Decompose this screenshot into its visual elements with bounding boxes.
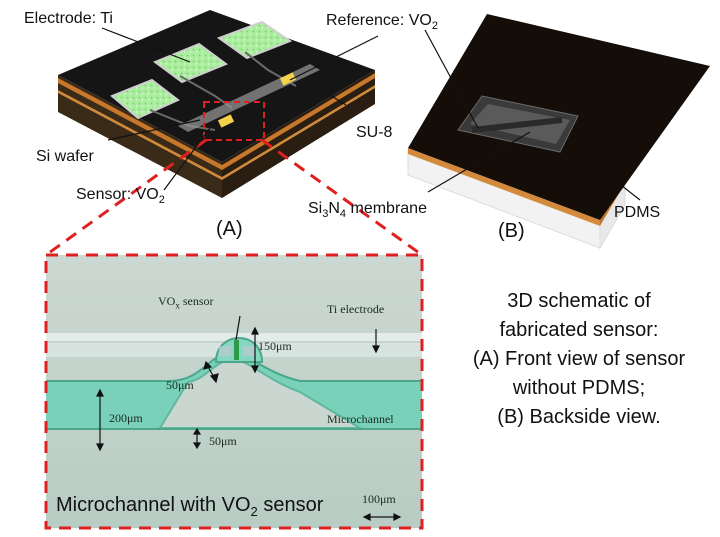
micrograph-border (44, 253, 424, 530)
dim-50-lower-label: 50μm (209, 434, 237, 448)
caption-line: 3D schematic of (507, 290, 651, 312)
caption-line: (B) Backside view. (497, 406, 661, 428)
vo2-reference (279, 72, 297, 86)
dim-50-upper-label: 50μm (166, 378, 194, 392)
dim-150-label: 150μm (258, 339, 292, 353)
reference-label: Reference: VO2 (326, 12, 438, 33)
electrode-label: Electrode: Ti (24, 10, 113, 27)
chip-b-leaders (424, 29, 641, 201)
vox-sensor-label: VOx sensor (158, 294, 214, 311)
zoom-line-left (45, 138, 207, 257)
ti-electrode-label: Ti electrode (327, 302, 385, 316)
chip-a (45, 10, 423, 257)
caption-line: (A) Front view of sensor (472, 348, 686, 370)
vox-strip (234, 340, 239, 360)
electrode-pad (216, 20, 293, 60)
electrode-pad (110, 78, 180, 120)
si-wafer-label: Si wafer (36, 148, 94, 165)
chip-b (407, 14, 710, 250)
caption-line: fabricated sensor: (499, 319, 659, 341)
chip-a-top (58, 10, 375, 162)
zoom-line-right (261, 138, 423, 257)
vo2-sensor (217, 114, 235, 128)
electrode-pad (152, 42, 229, 84)
figure-caption: 3D schematic of fabricated sensor: (A) F… (448, 287, 710, 432)
membrane-label: Si3N4 membrane (308, 200, 427, 221)
sensor-label: Sensor: VO2 (76, 186, 165, 207)
highlight-box (203, 101, 265, 141)
scale-bar-label: 100μm (362, 492, 396, 506)
caption-line: without PDMS; (512, 377, 646, 399)
panel-label-a: (A) (216, 218, 243, 240)
panel-label-b: (B) (498, 220, 525, 242)
micrograph (46, 255, 422, 528)
chip-a-leaders (101, 27, 379, 191)
dim-200-label: 200μm (109, 411, 143, 425)
pdms-label: PDMS (614, 204, 661, 221)
microchannel-label: Microchannel (327, 412, 394, 426)
su8-label: SU-8 (356, 124, 393, 141)
micrograph-caption: Microchannel with VO2 sensor (56, 494, 324, 519)
